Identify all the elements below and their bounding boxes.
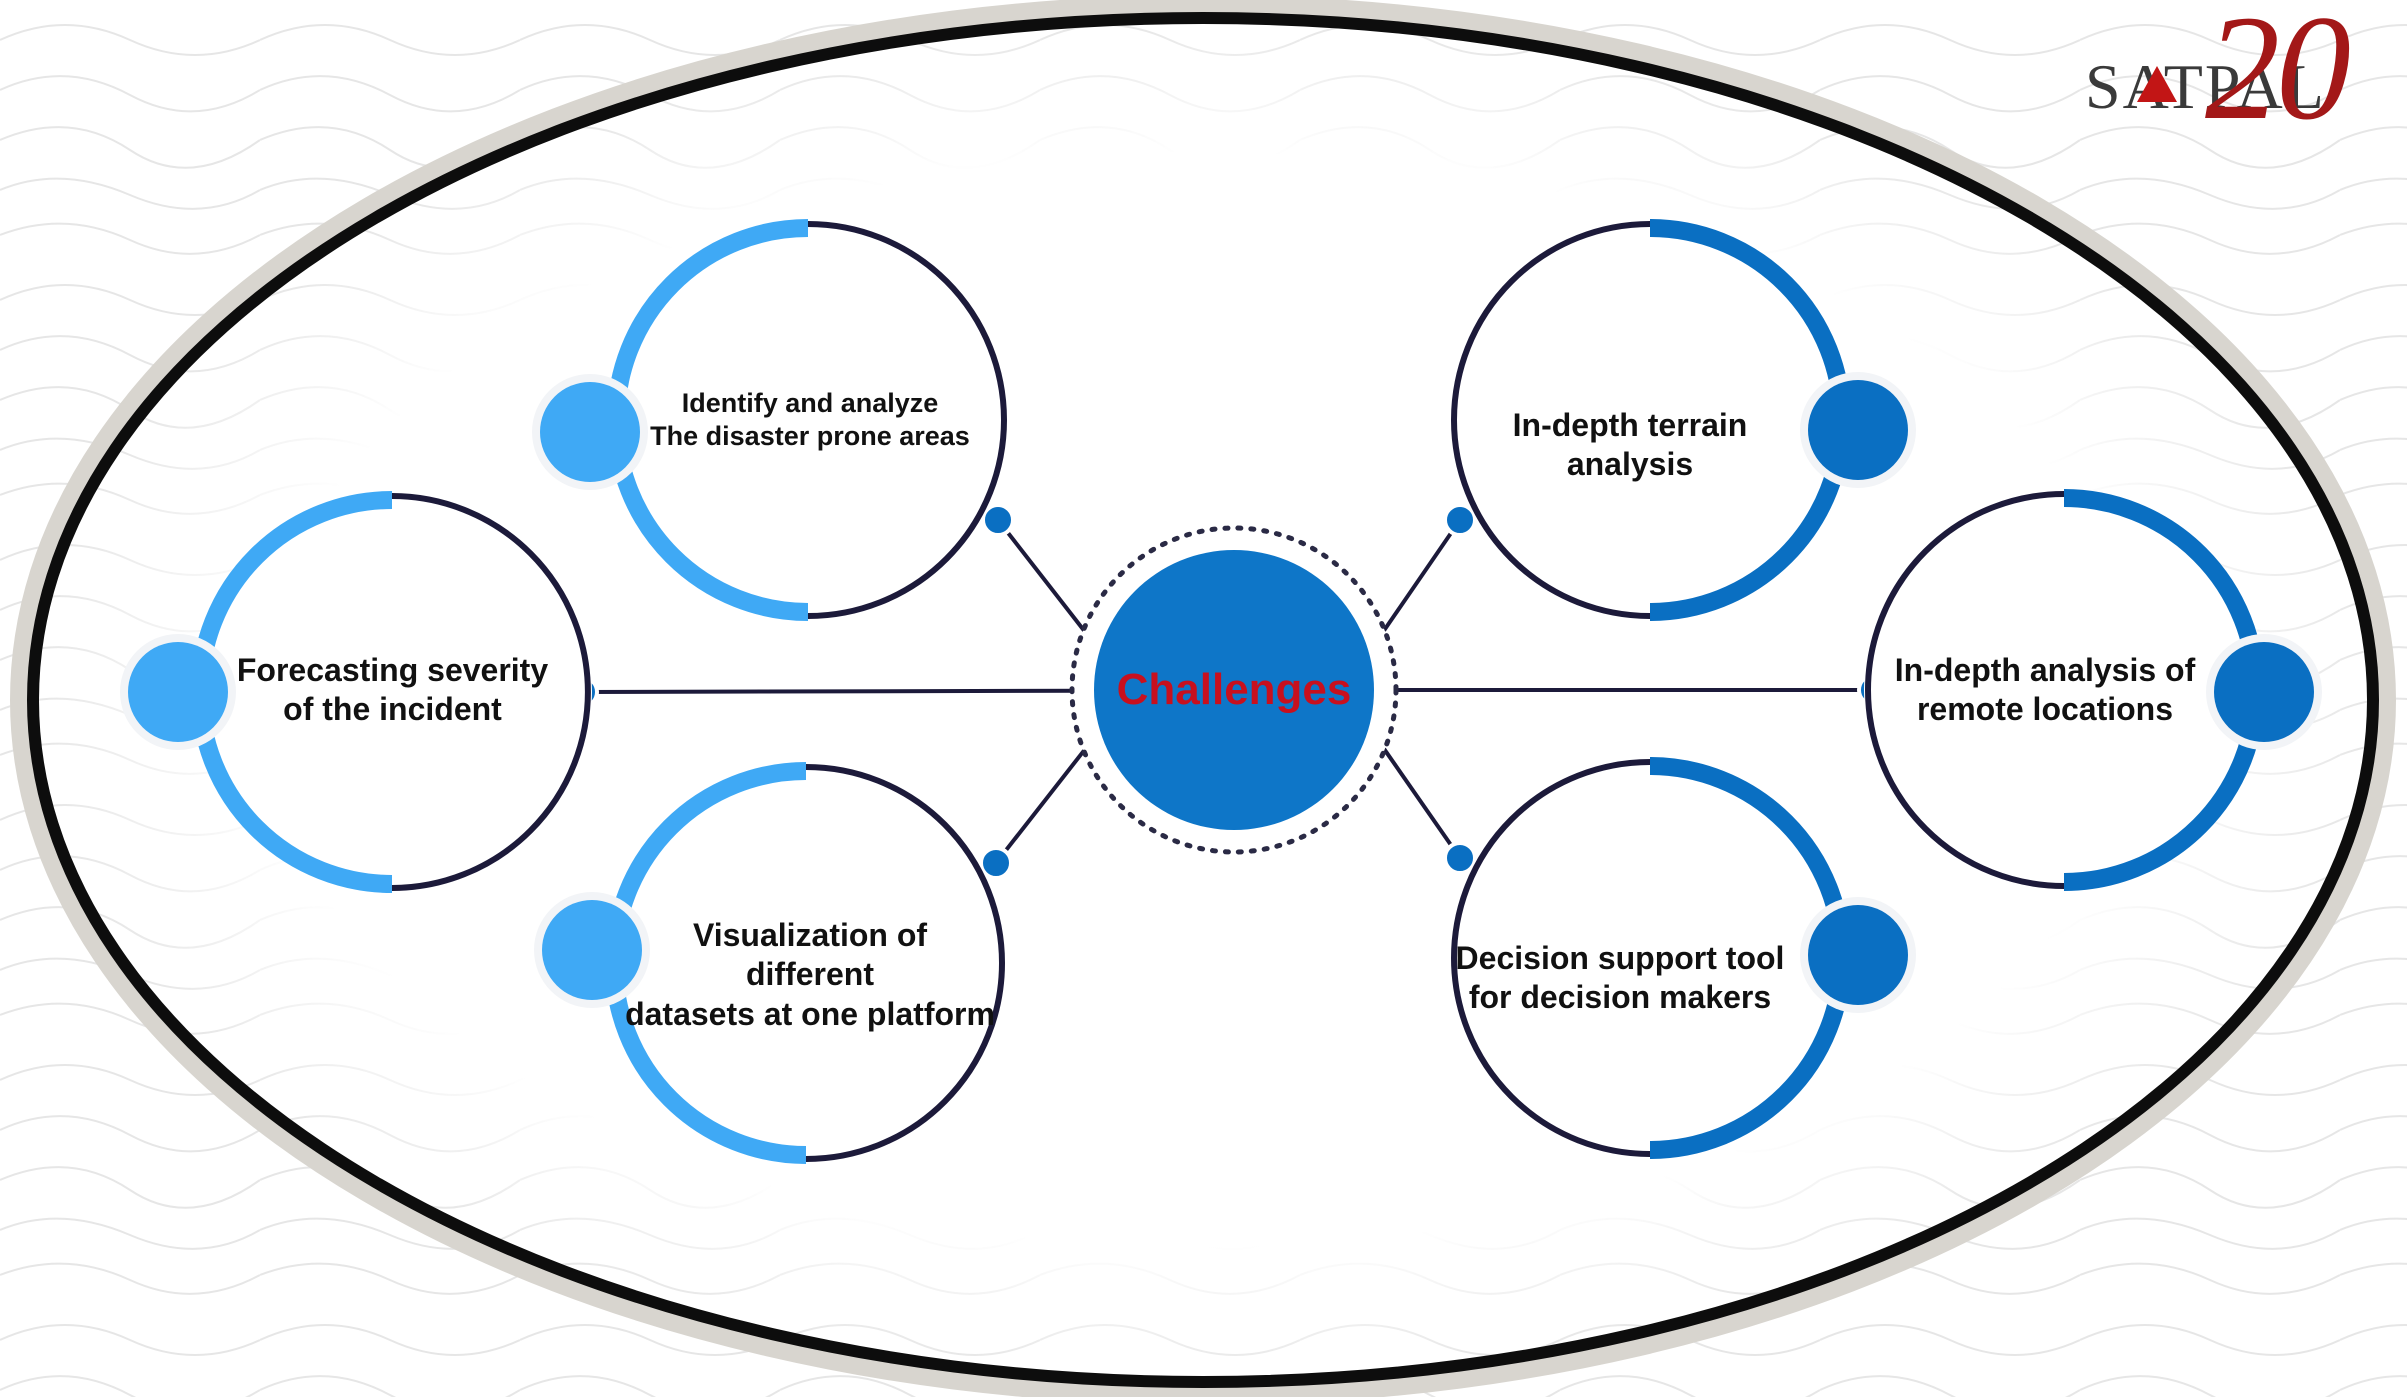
node-label-forecast: Forecasting severity of the incident <box>236 651 549 727</box>
center-label: Challenges <box>1116 665 1352 714</box>
node-arc-dark-decision <box>1451 759 1651 1157</box>
connector-dot-visualize <box>979 846 1013 880</box>
node-arc-dark-visualize <box>805 764 1005 1162</box>
connector-terrain <box>1382 518 1462 632</box>
node-arc-dark-identify <box>807 221 1007 619</box>
connector-dot-identify <box>981 503 1015 537</box>
node-label-terrain: In-depth terrain analysis <box>1512 406 1748 482</box>
node-bullet-forecast <box>128 642 228 742</box>
connector-dot-decision <box>1443 841 1477 875</box>
node-label-decision: Decision support tool for decision maker… <box>1455 939 1785 1015</box>
node-fill-remote <box>1864 490 2264 890</box>
node-fill-decision <box>1450 758 1850 1158</box>
connector-visualize <box>994 749 1086 865</box>
node-fill-visualize <box>606 763 1006 1163</box>
connector-decision <box>1382 747 1462 860</box>
connector-dot-terrain <box>1443 503 1477 537</box>
node-arc-dark-remote <box>1865 491 2065 889</box>
node-label-visualize: Visualization of different datasets at o… <box>625 917 995 1032</box>
node-fill-identify <box>608 220 1008 620</box>
logo: SATPAL 20 <box>2075 0 2407 150</box>
logo-mountain-icon <box>2137 66 2177 102</box>
node-arc-dark-forecast <box>391 493 591 891</box>
node-bullet-remote <box>2214 642 2314 742</box>
node-arc-dark-terrain <box>1451 221 1651 619</box>
node-fill-forecast <box>192 492 592 892</box>
node-bullet-identify <box>540 382 640 482</box>
center-circle <box>1094 550 1374 830</box>
node-bullet-terrain <box>1808 380 1908 480</box>
node-bullet-decision <box>1808 905 1908 1005</box>
node-bullet-visualize <box>542 900 642 1000</box>
logo-years-number: 20 <box>2205 0 2351 150</box>
connector-forecast <box>581 688 1085 694</box>
node-fill-terrain <box>1450 220 1850 620</box>
node-label-remote: In-depth analysis of remote locations <box>1894 651 2196 727</box>
node-arc-bottom-visualize <box>605 962 807 1164</box>
logo-brand-text: SATPAL <box>2085 51 2326 122</box>
node-arc-top-identify <box>607 219 809 421</box>
oval-frame-outer <box>10 0 2396 1397</box>
node-label-identify: Identify and analyze The disaster prone … <box>650 388 970 451</box>
connector-identify <box>996 518 1086 632</box>
